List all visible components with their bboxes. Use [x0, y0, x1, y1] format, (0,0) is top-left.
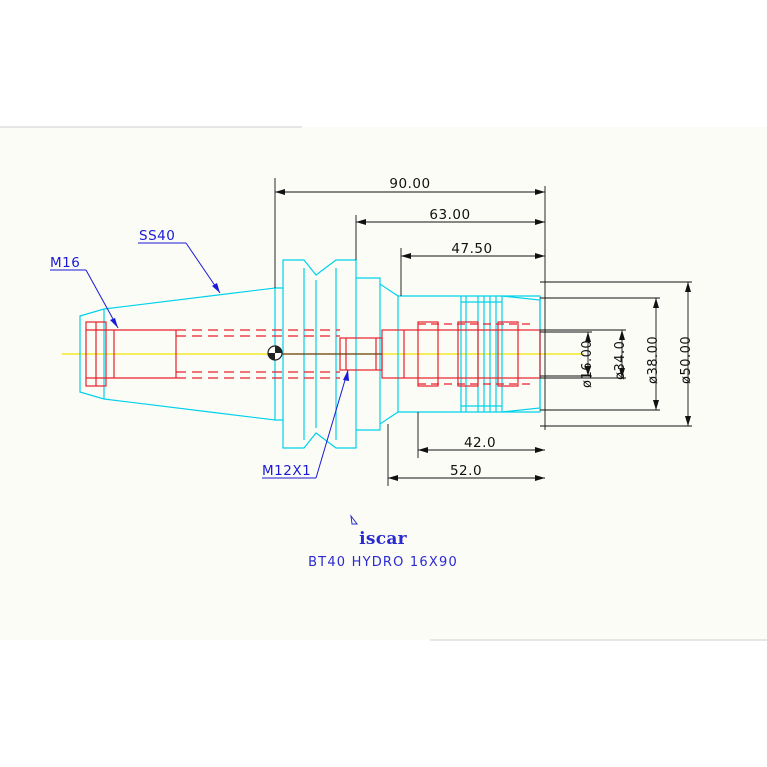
iscar-logo: iscar: [350, 514, 408, 549]
drawing-caption: BT40 HYDRO 16X90: [308, 555, 458, 570]
dim-42: 42.0: [464, 435, 496, 451]
dim-52: 52.0: [450, 463, 482, 479]
dim-90: 90.00: [389, 176, 430, 192]
callout-arrows: [110, 283, 349, 381]
dim-dia-38: ø38.00: [646, 336, 661, 384]
dim-47-50: 47.50: [451, 241, 492, 257]
dimension-lines: [274, 178, 692, 486]
center-mark-icon: [267, 345, 283, 361]
callout-thread-back: M16: [50, 255, 80, 271]
svg-text:iscar: iscar: [359, 529, 408, 549]
dim-dia-50: ø50.00: [679, 336, 694, 384]
dimension-arrows: [275, 189, 691, 481]
dim-dia-34: ø34.0: [613, 341, 628, 380]
callout-taper: SS40: [139, 228, 175, 244]
dim-dia-16: ø16.00: [580, 340, 595, 388]
sheet-background: [0, 127, 767, 640]
dim-63: 63.00: [429, 207, 470, 223]
callout-thread-screw: M12X1: [262, 463, 311, 479]
